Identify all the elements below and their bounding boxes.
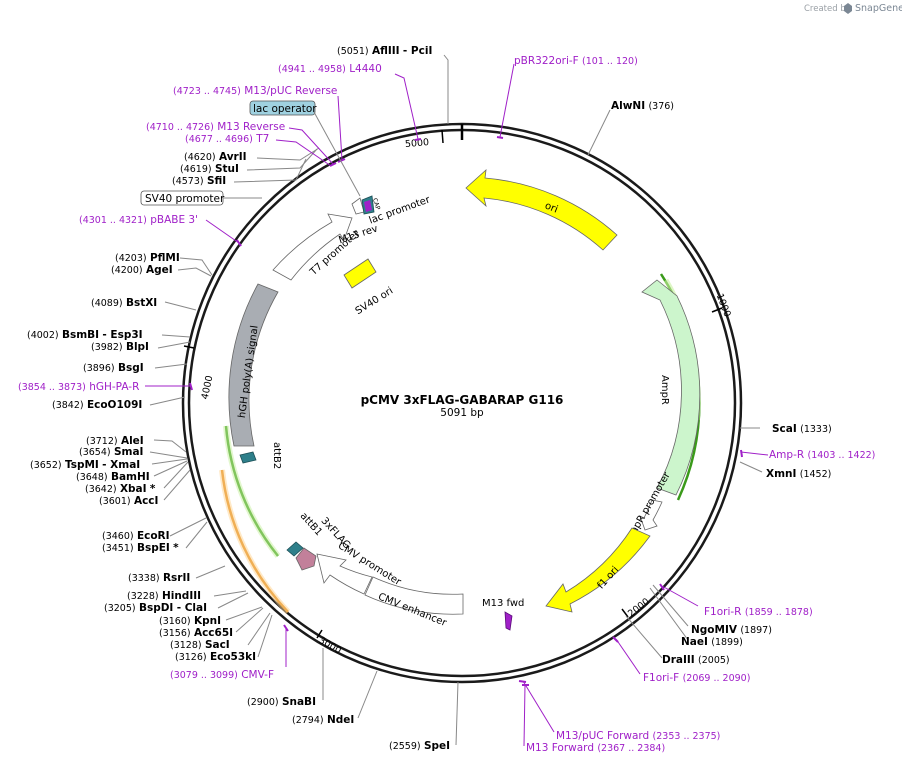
enzyme-naeI: NaeI (1899) xyxy=(681,636,743,648)
lac-operator-box[interactable]: lac operator xyxy=(249,100,317,116)
feature-cmv-enhancer[interactable] xyxy=(364,576,464,615)
enzyme-alwNI: AlwNI (376) xyxy=(611,100,674,112)
primer-pbabe-3: (4301 .. 4321) pBABE 3' xyxy=(79,214,198,226)
insert-orange-glow xyxy=(219,469,291,615)
svg-text:lac operator: lac operator xyxy=(253,103,317,115)
feature-m13-fwd[interactable] xyxy=(504,611,513,631)
credit-label: Created by xyxy=(804,4,851,14)
enzyme-snaBI: (2900) SnaBI xyxy=(247,696,316,708)
primer-l4440: (4941 .. 4958) L4440 xyxy=(278,63,382,75)
enzyme-bamHI: (3648) BamHI xyxy=(76,471,150,483)
enzyme-labels: (5051) AflIII - PciI AlwNI (376) (4620) … xyxy=(27,45,832,752)
primer-cmv-f: (3079 .. 3099) CMV-F xyxy=(170,669,274,681)
enzyme-smaI: (3654) SmaI xyxy=(79,446,143,458)
enzyme-acc65I: (3156) Acc65I xyxy=(159,627,233,639)
enzyme-aflIII: (5051) AflIII - PciI xyxy=(337,45,432,57)
enzyme-eco53kI: (3126) Eco53kI xyxy=(175,651,256,663)
feature-t7-promoter[interactable] xyxy=(272,213,353,281)
svg-text:SV40 promoter: SV40 promoter xyxy=(145,193,225,205)
primer-hgh-pa-r: (3854 .. 3873) hGH-PA-R xyxy=(18,381,139,393)
feature-m13-rev-primer xyxy=(364,200,372,212)
primer-f1ori-f: F1ori-F (2069 .. 2090) xyxy=(643,672,750,684)
plasmid-name: pCMV 3xFLAG-GABARAP G116 xyxy=(361,393,564,407)
enzyme-avrII: (4620) AvrII xyxy=(184,151,247,163)
svg-text:4000: 4000 xyxy=(200,375,216,401)
svg-text:2000: 2000 xyxy=(626,596,652,620)
lac-operator-leader xyxy=(313,111,361,197)
enzyme-speI: (2559) SpeI xyxy=(389,740,450,752)
ruler-tick-4000: 4000 xyxy=(183,345,216,401)
enzyme-sfiI: (4573) SfiI xyxy=(172,175,226,187)
feature-ori[interactable] xyxy=(465,168,618,251)
enzyme-scaI: ScaI (1333) xyxy=(772,423,832,435)
feature-ampr-label: AmpR xyxy=(659,375,670,405)
feature-ampr[interactable] xyxy=(641,279,701,496)
feature-sv40-ori-label: SV40 ori xyxy=(354,286,396,318)
primer-m13-reverse: (4710 .. 4726) M13 Reverse xyxy=(146,121,285,133)
feature-m13-fwd-label: M13 fwd xyxy=(482,598,524,609)
primer-m13-puc-forward: M13/pUC Forward (2353 .. 2375) xyxy=(556,730,720,742)
ruler-tick-1000: 1000 xyxy=(711,292,733,319)
feature-sv40-ori[interactable] xyxy=(343,258,377,289)
enzyme-rsrII: (3338) RsrII xyxy=(128,572,190,584)
feature-hgh-polya[interactable] xyxy=(228,283,279,447)
enzyme-kpnI: (3160) KpnI xyxy=(159,615,221,627)
enzyme-bsmBI: (4002) BsmBI - Esp3I xyxy=(27,329,143,341)
primer-m13-forward: M13 Forward (2367 .. 2384) xyxy=(526,742,665,754)
feature-ampr-promoter[interactable] xyxy=(639,499,663,531)
enzyme-sacI: (3128) SacI xyxy=(170,639,230,651)
enzyme-ngoMIV: NgoMIV (1897) xyxy=(691,624,772,636)
primer-pbr322ori-f: pBR322ori-F (101 .. 120) xyxy=(514,55,638,67)
enzyme-bstXI: (4089) BstXI xyxy=(91,297,157,309)
enzyme-leader-lines xyxy=(149,54,763,746)
feature-3xflag[interactable] xyxy=(295,547,317,571)
enzyme-stuI: (4619) StuI xyxy=(180,163,239,175)
enzyme-blpI: (3982) BlpI xyxy=(91,341,149,353)
snapgene-logo-icon xyxy=(844,3,852,14)
credit-brand: SnapGene xyxy=(855,3,902,14)
enzyme-pflMI: (4203) PflMI xyxy=(115,252,180,264)
enzyme-tspMI: (3652) TspMI - XmaI xyxy=(30,459,140,471)
enzyme-bsgI: (3896) BsgI xyxy=(83,362,144,374)
insert-green-glow xyxy=(223,425,281,558)
ruler-tick-5000: 5000 xyxy=(405,129,444,150)
enzyme-bspEI: (3451) BspEI * xyxy=(102,542,179,554)
feature-attb2[interactable] xyxy=(239,451,257,464)
primer-amp-r: Amp-R (1403 .. 1422) xyxy=(769,449,875,461)
enzyme-hindIII: (3228) HindIII xyxy=(127,590,201,602)
feature-attb1[interactable] xyxy=(286,541,304,557)
enzyme-aleI: (3712) AleI xyxy=(86,435,144,447)
ruler-tick-3000: 3000 xyxy=(316,629,343,657)
svg-text:5000: 5000 xyxy=(405,137,430,150)
sv40-promoter-box[interactable]: SV40 promoter xyxy=(140,190,225,206)
feature-attb2-label: attB2 xyxy=(271,442,282,469)
enzyme-xbaI: (3642) XbaI * xyxy=(85,483,156,495)
enzyme-draIII: DraIII (2005) xyxy=(662,654,730,666)
enzyme-ndeI: (2794) NdeI xyxy=(292,714,354,726)
svg-text:3000: 3000 xyxy=(317,635,343,657)
primer-m13-puc-reverse: (4723 .. 4745) M13/pUC Reverse xyxy=(173,85,337,97)
enzyme-ecoO109I: (3842) EcoO109I xyxy=(52,399,142,411)
enzyme-xmnI: XmnI (1452) xyxy=(766,468,831,480)
feature-f1-ori[interactable] xyxy=(545,527,651,613)
primer-f1ori-r: F1ori-R (1859 .. 1878) xyxy=(704,606,813,618)
feature-3xflag-label: 3xFLAG xyxy=(319,516,353,552)
primer-leader-lines xyxy=(145,63,769,747)
enzyme-bspDI: (3205) BspDI - ClaI xyxy=(104,602,207,614)
plasmid-length: 5091 bp xyxy=(440,407,484,419)
feature-ori-label: ori xyxy=(543,200,559,215)
enzyme-accI: (3601) AccI xyxy=(99,495,158,507)
feature-cap-label: CAP xyxy=(371,197,381,211)
primer-labels: (4941 .. 4958) L4440 pBR322ori-F (101 ..… xyxy=(18,55,875,754)
primer-t7: (4677 .. 4696) T7 xyxy=(185,133,269,145)
feature-cmv-promoter[interactable] xyxy=(316,553,373,595)
enzyme-ageI: (4200) AgeI xyxy=(111,264,173,276)
enzyme-ecoRI: (3460) EcoRI xyxy=(102,530,170,542)
